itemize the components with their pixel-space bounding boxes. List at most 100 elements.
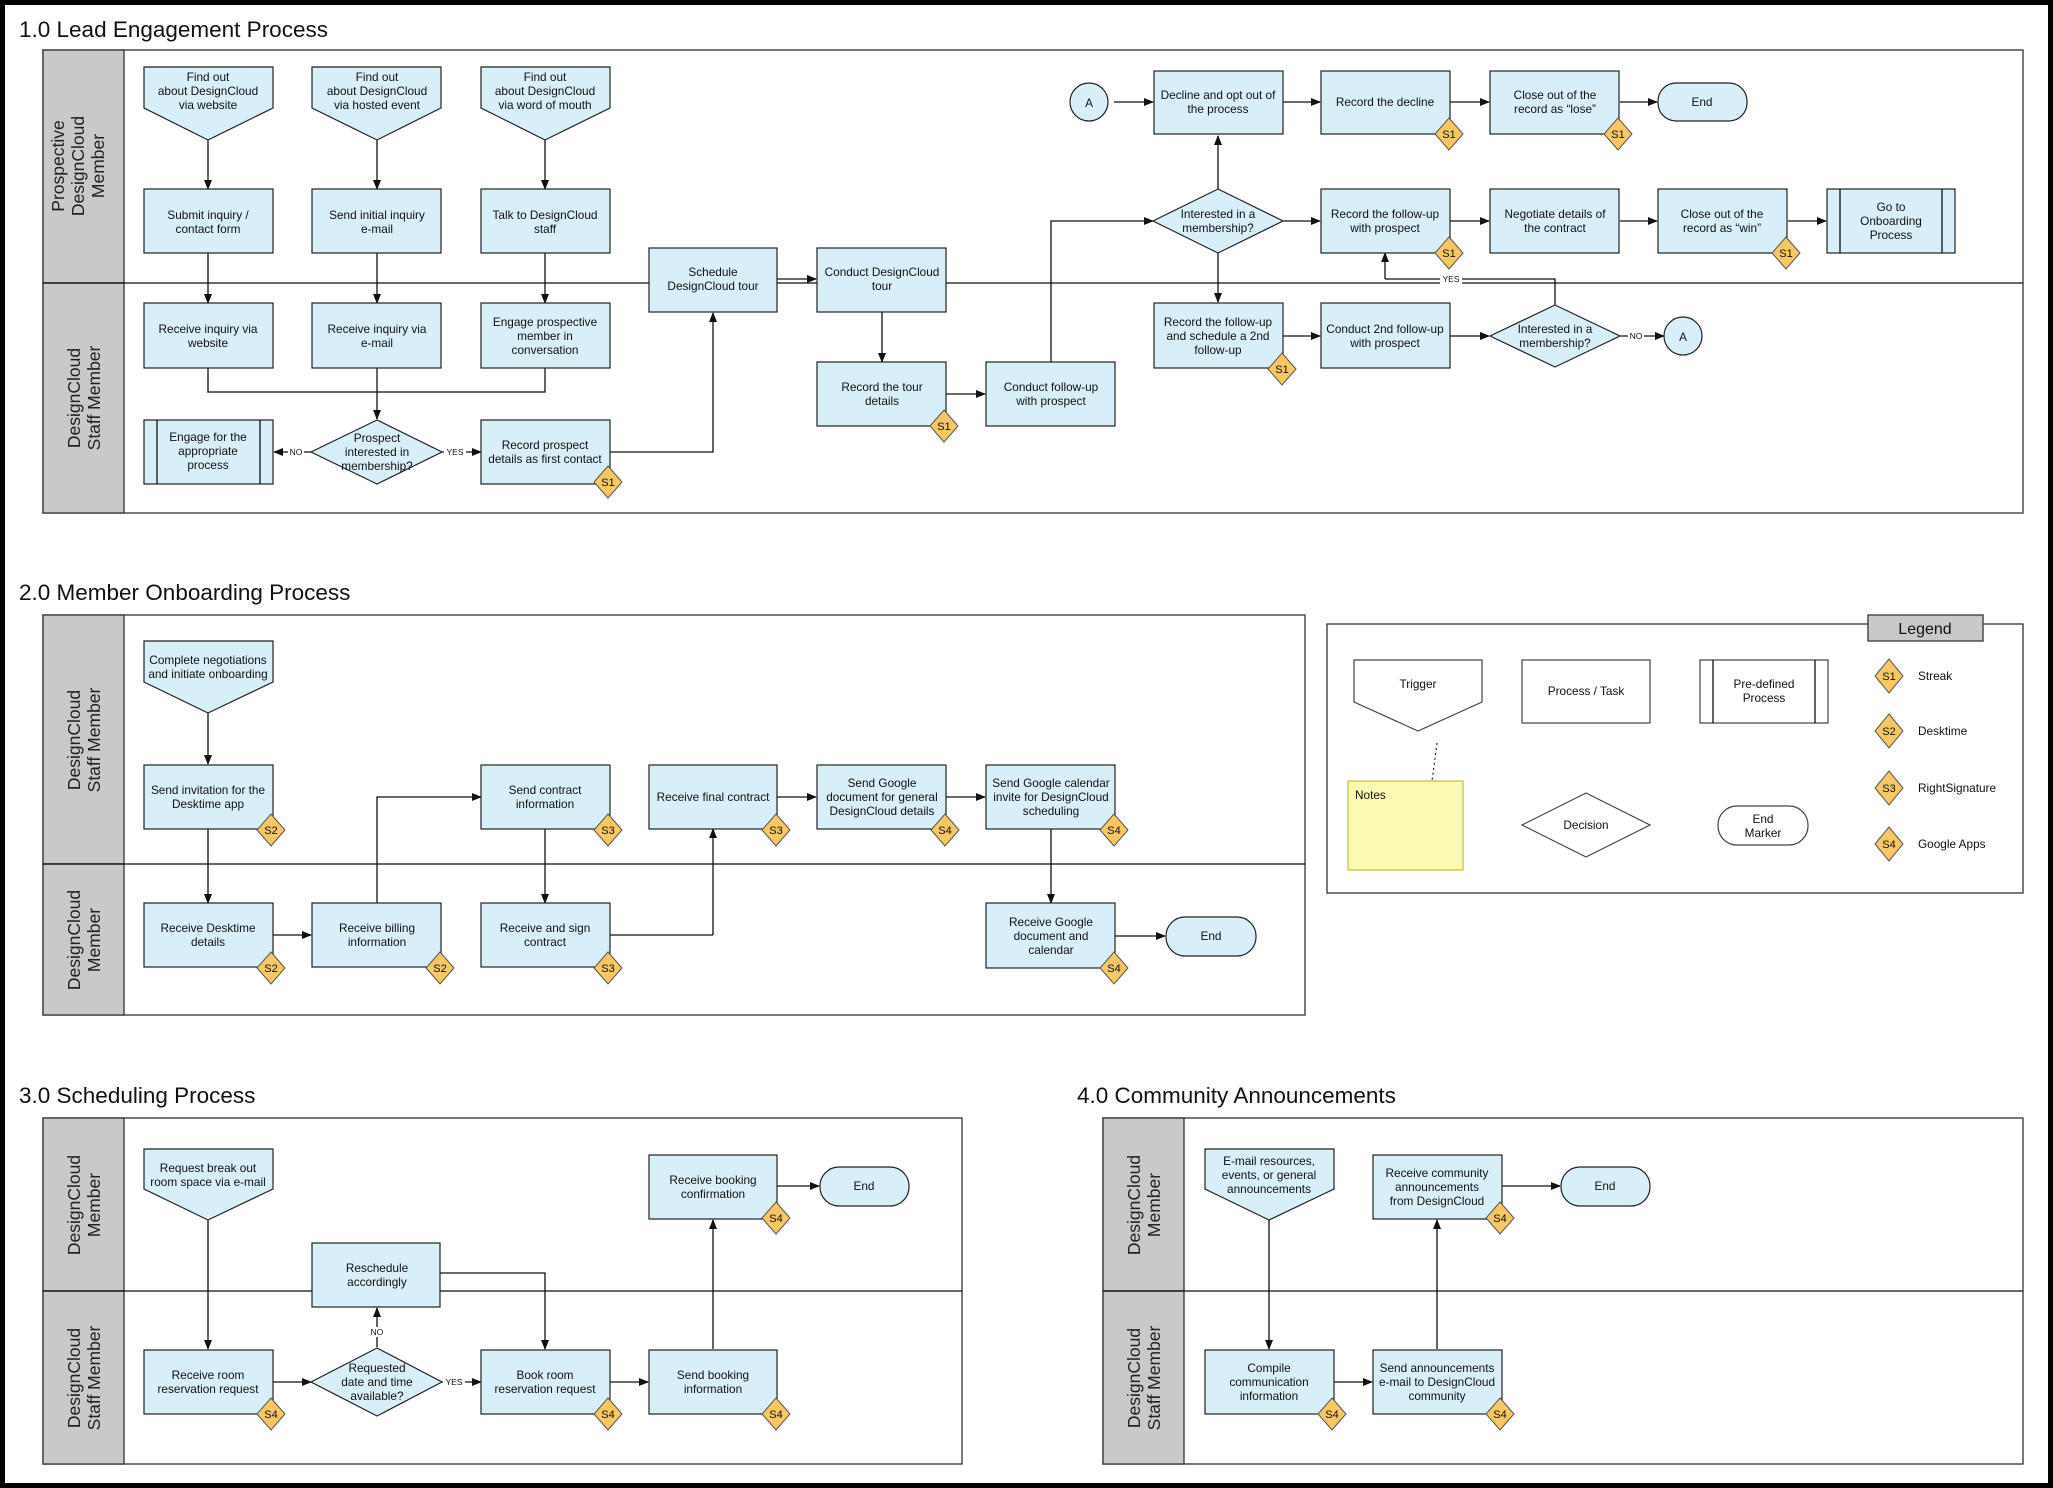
svg-text:S2: S2 xyxy=(264,963,277,975)
lane-label-staff: DesignCloudStaff Member xyxy=(1124,1325,1164,1430)
legend-rightsignature: S3 RightSignature xyxy=(1874,770,1996,806)
svg-text:S4: S4 xyxy=(1107,963,1120,975)
task-record-decline: Record the decline xyxy=(1320,70,1451,135)
svg-text:Receive final contract: Receive final contract xyxy=(657,790,771,804)
svg-text:S4: S4 xyxy=(769,1409,782,1421)
legend-desktime: S2 Desktime xyxy=(1874,713,1968,749)
svg-text:Google Apps: Google Apps xyxy=(1918,837,1986,851)
svg-text:S3: S3 xyxy=(601,825,614,837)
svg-text:S1: S1 xyxy=(1442,248,1455,260)
svg-text:S3: S3 xyxy=(1882,783,1895,795)
svg-text:Record the decline: Record the decline xyxy=(1336,95,1435,109)
tag-s4: S4 xyxy=(256,1397,286,1431)
legend-process-task: Process / Task xyxy=(1521,659,1651,724)
no-label: NO xyxy=(371,1327,384,1337)
end-marker: End xyxy=(1560,1166,1651,1207)
svg-text:S4: S4 xyxy=(1107,825,1120,837)
svg-text:S4: S4 xyxy=(1882,839,1895,851)
legend-google-apps: S4 Google Apps xyxy=(1874,826,1986,862)
legend-decision: Decision xyxy=(1520,792,1652,858)
svg-text:S2: S2 xyxy=(264,825,277,837)
section-title-scheduling: 3.0 Scheduling Process xyxy=(19,1083,255,1108)
svg-text:S4: S4 xyxy=(1493,1213,1506,1225)
legend-notes: Notes xyxy=(1347,742,1464,871)
tag-s2: S2 xyxy=(256,951,286,985)
svg-text:S2: S2 xyxy=(1882,726,1895,738)
svg-text:S1: S1 xyxy=(1275,364,1288,376)
svg-text:Notes: Notes xyxy=(1355,788,1386,802)
svg-text:A: A xyxy=(1085,96,1093,110)
tag-s4: S4 xyxy=(761,1397,791,1431)
svg-text:End: End xyxy=(1201,929,1222,943)
svg-text:S2: S2 xyxy=(433,963,446,975)
no-label: NO xyxy=(290,447,303,457)
svg-text:E-mail resources,events, or ge: E-mail resources,events, or generalannou… xyxy=(1222,1154,1316,1196)
tag-s2: S2 xyxy=(256,813,286,847)
svg-text:S1: S1 xyxy=(1779,248,1792,260)
svg-text:S3: S3 xyxy=(769,825,782,837)
lane-label-member: DesignCloudMember xyxy=(1124,1155,1164,1255)
section-title-community-announcements: 4.0 Community Announcements xyxy=(1077,1083,1396,1108)
svg-text:S4: S4 xyxy=(938,825,951,837)
svg-text:S3: S3 xyxy=(601,963,614,975)
lane-label-member: DesignCloudMember xyxy=(64,1155,104,1255)
svg-text:S4: S4 xyxy=(1493,1409,1506,1421)
tag-s3: S3 xyxy=(593,813,623,847)
tag-s4: S4 xyxy=(1099,813,1129,847)
end-marker: End xyxy=(819,1166,910,1207)
tag-s1: S1 xyxy=(1434,236,1464,270)
svg-text:RightSignature: RightSignature xyxy=(1918,781,1996,795)
svg-text:End: End xyxy=(854,1179,875,1193)
tag-s4: S4 xyxy=(1099,951,1129,985)
tag-s1: S1 xyxy=(1267,352,1297,386)
